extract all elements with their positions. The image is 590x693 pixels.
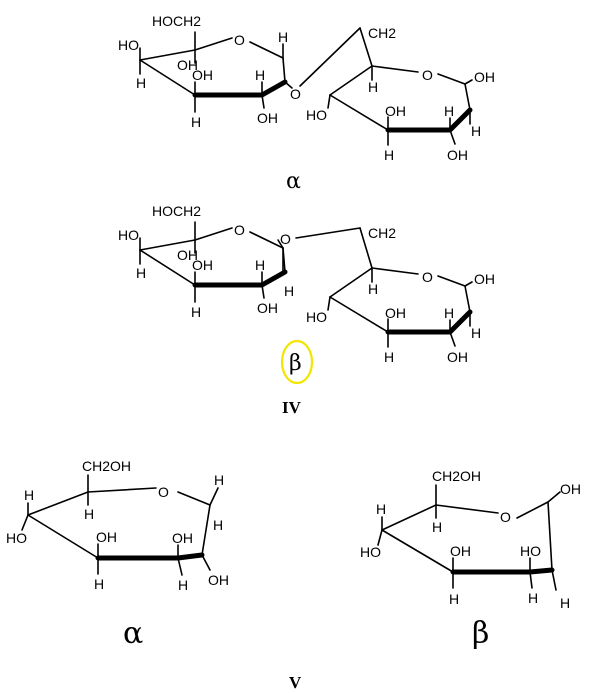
- iv-alpha-oh2: OH: [257, 110, 278, 126]
- iv-alpha-oh3: OH: [192, 67, 213, 83]
- v-beta-oh3: OH: [450, 543, 471, 559]
- iv-alpha-link-oxygen: O: [290, 86, 301, 102]
- iv-beta-ho4: HO: [118, 227, 139, 243]
- v-alpha-ring-oxygen: O: [158, 484, 169, 500]
- iv-alpha-h2-right: H: [444, 103, 454, 119]
- iv-beta-oh-ring: OH: [177, 247, 198, 263]
- iv-alpha-h3: H: [191, 114, 201, 130]
- v-alpha-caption: α: [123, 616, 143, 651]
- iv-alpha-ch2-label: CH2: [368, 25, 396, 41]
- iv-alpha-oh1: OH: [474, 69, 495, 85]
- v-alpha-h-right: H: [213, 517, 223, 533]
- v-alpha-h5: H: [84, 506, 94, 522]
- iv-alpha-ho4: HO: [118, 37, 139, 53]
- v-alpha-oh3: OH: [96, 529, 117, 545]
- iv-beta-oh2: OH: [257, 300, 278, 316]
- iv-beta-disaccharide: HOCH2 O H HO OH OH H H H OH O: [118, 203, 495, 385]
- iv-beta-left-ring: HOCH2 O H HO OH OH H H H OH: [118, 203, 294, 320]
- iv-alpha-glycosidic-link: O: [284, 27, 361, 102]
- iv-beta-right-ring-oxygen: O: [422, 269, 433, 285]
- iv-beta-caption: β: [289, 351, 302, 376]
- iv-alpha-h1: H: [278, 29, 288, 45]
- iv-alpha-left-ring: HOCH2 O H HO OH OH H H H OH: [118, 13, 288, 130]
- iv-beta-h1-right: H: [471, 325, 481, 341]
- v-alpha-ch2oh-label: CH2OH: [82, 458, 131, 474]
- iv-alpha-h5: H: [368, 79, 378, 95]
- iv-beta-ch2oh-label: HOCH2: [152, 203, 201, 219]
- iv-alpha-oh-ring: OH: [177, 57, 198, 73]
- v-beta-h5: H: [432, 519, 442, 535]
- iv-beta-h2-right: H: [444, 305, 454, 321]
- iv-alpha-oh2-right: OH: [447, 147, 468, 163]
- structure-v-label: V: [289, 673, 302, 692]
- iv-alpha-caption: α: [286, 169, 301, 194]
- v-beta-ho2: HO: [520, 543, 541, 559]
- v-alpha-ho4: HO: [6, 530, 27, 546]
- iv-alpha-h1-right: H: [471, 123, 481, 139]
- iv-alpha-oh3-right: OH: [385, 103, 406, 119]
- iv-beta-right-ring: CH2 O OH H HO OH H H H OH: [306, 225, 495, 365]
- v-beta-ch2oh-label: CH2OH: [432, 468, 481, 484]
- v-beta-h2: H: [528, 590, 538, 606]
- v-alpha-h2: H: [178, 577, 188, 593]
- iv-beta-h1: H: [284, 283, 294, 299]
- v-beta-h4: H: [376, 501, 386, 517]
- iv-beta-oh3: OH: [192, 257, 213, 273]
- iv-beta-glycosidic-link: O: [277, 227, 361, 249]
- iv-beta-oh2-right: OH: [447, 349, 468, 365]
- v-alpha-oh1: OH: [208, 572, 229, 588]
- v-beta-ho4: HO: [360, 544, 381, 560]
- v-beta-glucose: CH2OH O OH H H HO OH H HO H H β: [360, 468, 581, 651]
- v-beta-ring-oxygen: O: [500, 509, 511, 525]
- iv-beta-ring-oxygen: O: [234, 222, 245, 238]
- iv-beta-oh3-right: OH: [385, 305, 406, 321]
- iv-beta-ch2-label: CH2: [368, 225, 396, 241]
- structure-iv-label: IV: [282, 398, 302, 417]
- iv-beta-highlight-circle: [280, 339, 314, 385]
- v-beta-caption: β: [472, 616, 489, 651]
- iv-beta-h5: H: [368, 281, 378, 297]
- iv-alpha-h3-right: H: [384, 147, 394, 163]
- iv-beta-link-oxygen: O: [280, 231, 291, 247]
- iv-alpha-ring-oxygen: O: [234, 32, 245, 48]
- iv-alpha-ch2oh-label: HOCH2: [152, 13, 201, 29]
- iv-beta-h3-right: H: [384, 349, 394, 365]
- iv-beta-h2: H: [255, 257, 265, 273]
- iv-beta-ho4-right: HO: [306, 309, 327, 325]
- v-beta-h3: H: [449, 591, 459, 607]
- v-alpha-oh2: OH: [172, 530, 193, 546]
- iv-alpha-ho4-right: HO: [306, 107, 327, 123]
- v-beta-h1: H: [560, 595, 570, 611]
- iv-alpha-right-ring-oxygen: O: [422, 67, 433, 83]
- iv-beta-h3: H: [191, 304, 201, 320]
- v-alpha-glucose: CH2OH O H H H HO OH H OH H OH H α: [6, 458, 229, 651]
- v-alpha-h4: H: [24, 487, 34, 503]
- v-alpha-h3: H: [94, 576, 104, 592]
- v-beta-oh1: OH: [560, 481, 581, 497]
- iv-alpha-disaccharide: HOCH2 O H HO OH OH H H H OH O: [118, 13, 495, 194]
- iv-beta-h4: H: [136, 265, 146, 281]
- v-alpha-h-top: H: [214, 472, 224, 488]
- iv-alpha-h2: H: [255, 67, 265, 83]
- iv-alpha-right-ring: CH2 O OH H HO OH H H H OH: [306, 25, 495, 163]
- iv-beta-oh1: OH: [474, 271, 495, 287]
- iv-alpha-h4: H: [136, 75, 146, 91]
